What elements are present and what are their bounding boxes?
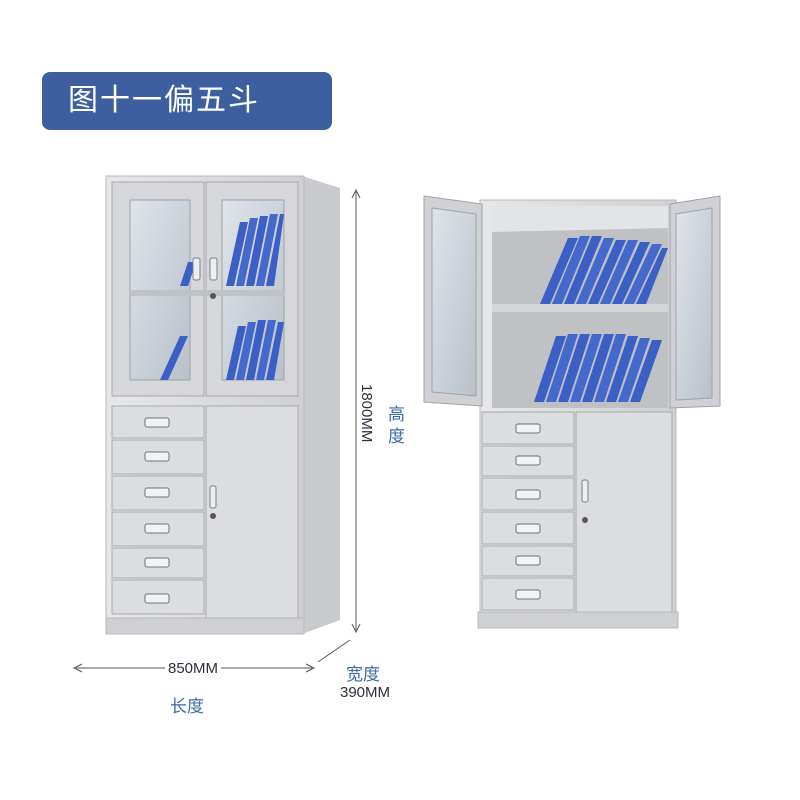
lower-door-handle <box>209 485 217 509</box>
left-door-handle <box>192 257 201 281</box>
height-value: 1800MM <box>358 384 375 443</box>
binders-upper <box>180 214 284 286</box>
binders-lower <box>160 320 284 380</box>
height-label-2: 度 <box>388 427 405 447</box>
lower-door <box>205 405 299 619</box>
length-value: 850MM <box>165 660 222 677</box>
lower-lock-icon <box>210 513 216 519</box>
depth-value: 390MM <box>340 684 391 701</box>
open-binders-upper <box>540 236 668 304</box>
cabinet-open <box>423 195 721 629</box>
banner-title: 图十一偏五斗 <box>68 83 260 118</box>
height-label-1: 高 <box>388 405 405 425</box>
open-cabinet-base <box>477 611 679 629</box>
cabinet-closed <box>105 175 340 635</box>
cabinet-base <box>105 617 305 635</box>
open-lower-door <box>575 411 673 613</box>
depth-label: 宽度 <box>346 665 380 685</box>
title-banner: 图十一偏五斗 <box>42 72 332 130</box>
shelf <box>130 290 284 296</box>
length-label: 长度 <box>170 697 204 717</box>
open-lock-icon <box>582 517 588 523</box>
cabinet-side-panel <box>302 176 340 634</box>
right-door-handle <box>209 257 218 281</box>
lock-icon <box>210 293 216 299</box>
open-shelf <box>492 304 668 312</box>
open-binders-lower <box>534 334 662 402</box>
drawer-stack <box>111 405 205 615</box>
open-drawer-stack <box>481 411 575 611</box>
